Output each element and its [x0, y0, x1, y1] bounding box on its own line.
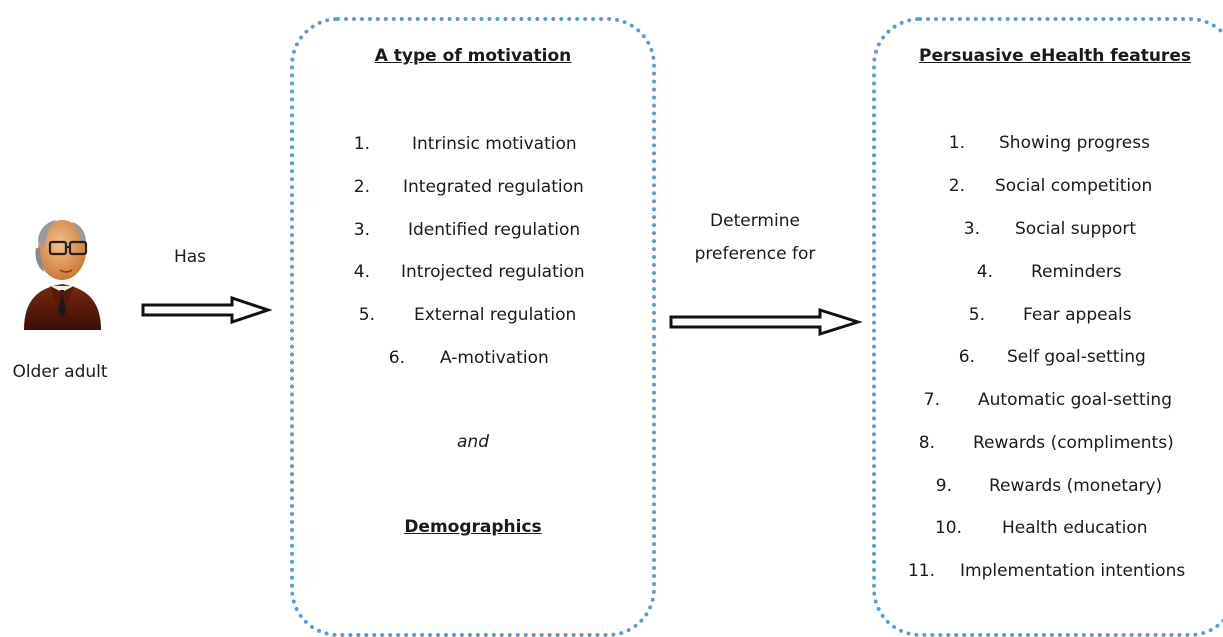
list-item: 2. Integrated regulation — [353, 177, 584, 197]
list-item: 10. Health education — [934, 518, 1148, 538]
motivation-box — [290, 17, 656, 637]
features-title: Persuasive eHealth features — [919, 46, 1191, 66]
arrow-has-label: Has — [173, 247, 207, 267]
demographics-title: Demographics — [404, 517, 542, 537]
arrow-right-icon — [668, 307, 863, 337]
list-item: 3. Social support — [963, 219, 1137, 239]
list-item: 11. Implementation intentions — [907, 561, 1186, 581]
list-item: 5. Fear appeals — [968, 305, 1132, 325]
list-item: 8. Rewards (compliments) — [918, 433, 1174, 453]
list-item: 7. Automatic goal-setting — [923, 390, 1172, 410]
list-item: 2. Social competition — [948, 176, 1153, 196]
arrow-right-icon — [140, 295, 273, 325]
actor-label: Older adult — [12, 362, 108, 382]
older-adult-icon — [20, 212, 105, 332]
list-item: 1. Showing progress — [948, 133, 1150, 153]
list-item: 6. A-motivation — [388, 348, 549, 368]
conjunction-text: and — [457, 432, 489, 452]
list-item: 4. Introjected regulation — [353, 262, 585, 282]
list-item: 6. Self goal-setting — [958, 347, 1146, 367]
arrow-determine-label-line1: Determine — [710, 211, 800, 231]
list-item: 1. Intrinsic motivation — [353, 134, 577, 154]
list-item: 5. External regulation — [358, 305, 577, 325]
motivation-title: A type of motivation — [374, 46, 572, 66]
list-item: 4. Reminders — [976, 262, 1122, 282]
features-box — [872, 17, 1223, 637]
list-item: 9. Rewards (monetary) — [935, 476, 1163, 496]
list-item: 3. Identified regulation — [353, 220, 581, 240]
arrow-determine-label-line2: preference for — [694, 244, 816, 264]
